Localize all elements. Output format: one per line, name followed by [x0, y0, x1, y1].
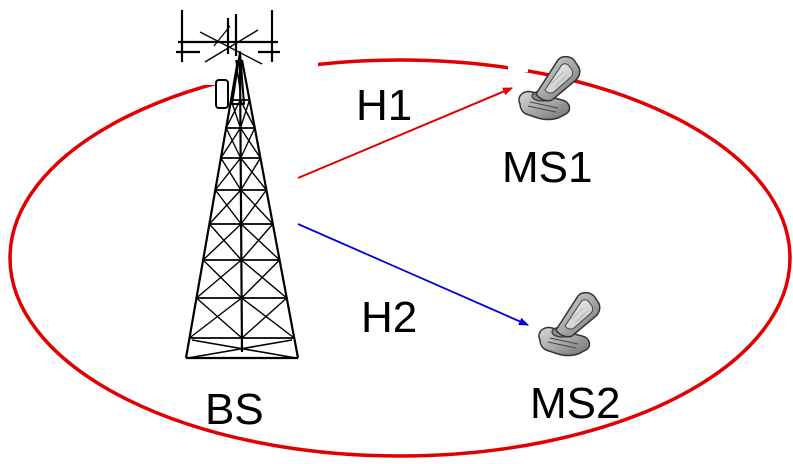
- coverage-area: [8, 58, 792, 458]
- channel-h1-label: H1: [356, 81, 413, 130]
- base-station-label: BS: [205, 385, 264, 434]
- cell-tower-icon: [176, 10, 300, 360]
- channel-h2-label: H2: [361, 293, 418, 342]
- mobile-phone-icon: [518, 55, 581, 121]
- mobile-station-2-label: MS2: [530, 379, 621, 428]
- mobile-phone-icon: [538, 291, 601, 357]
- channel-h1-arrow: [297, 87, 513, 179]
- mobile-station-1-label: MS1: [502, 143, 593, 192]
- channel-h2-arrow: [297, 223, 529, 326]
